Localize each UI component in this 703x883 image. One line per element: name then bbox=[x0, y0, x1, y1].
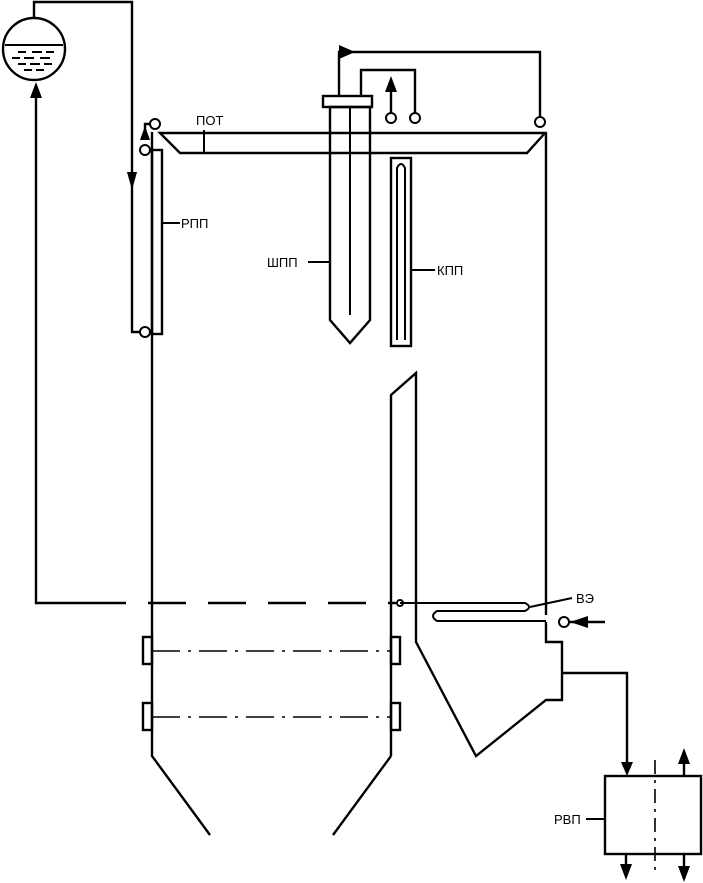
partition-wall bbox=[389, 370, 564, 758]
label-pot: ПОТ bbox=[196, 113, 223, 128]
down-arrow-rpp bbox=[127, 172, 137, 190]
label-kpp: КПП bbox=[437, 263, 463, 278]
burners bbox=[141, 635, 402, 732]
label-rpp: РПП bbox=[181, 216, 208, 231]
ve-coil bbox=[396, 597, 605, 628]
label-ve: ВЭ bbox=[576, 591, 594, 606]
label-shpp: ШПП bbox=[267, 255, 298, 270]
flue-to-rvp-line bbox=[562, 671, 629, 762]
kpp-panel bbox=[385, 76, 435, 348]
pot-ceiling bbox=[157, 130, 548, 155]
rpp-panel bbox=[139, 118, 180, 338]
shpp-panel bbox=[308, 45, 546, 345]
hopper-right bbox=[332, 755, 392, 836]
furnace-left-wall bbox=[150, 132, 211, 836]
drum-to-rpp-line bbox=[32, 0, 144, 334]
up-arrow-drum bbox=[30, 82, 42, 98]
drum bbox=[1, 16, 67, 82]
rvp-box bbox=[586, 748, 703, 882]
down-arrow-rvp bbox=[621, 762, 633, 776]
economizer-to-drum-line bbox=[34, 98, 88, 605]
label-rvp: РВП bbox=[554, 812, 581, 827]
